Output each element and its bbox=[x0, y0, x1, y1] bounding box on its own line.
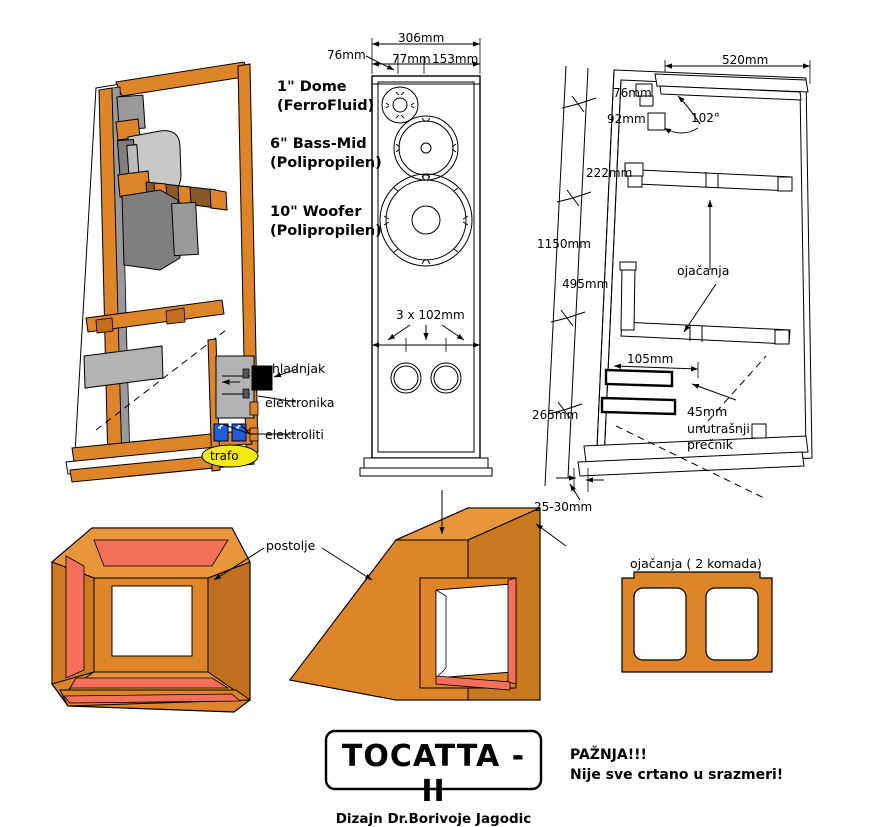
stand-open-view bbox=[51, 527, 265, 713]
brace-part-view bbox=[621, 571, 773, 673]
driver-label-tweeter: 1" Dome (FerroFluid) bbox=[277, 79, 375, 115]
notice-text: PAŽNJA!!! Nije sve crtano u srazmeri! bbox=[570, 747, 784, 784]
dim-ports: 3 x 102mm bbox=[396, 308, 465, 322]
dim-seg-right: 153mm bbox=[432, 52, 479, 66]
label-brace-part: ojačanja ( 2 komada) bbox=[630, 556, 762, 571]
label-transformer: trafo bbox=[210, 449, 239, 463]
blueprint-canvas: 1" Dome (FerroFluid) 6" Bass-Mid (Polipr… bbox=[51, 31, 813, 827]
label-stand: postolje bbox=[266, 538, 316, 553]
dim-wall-thickness: 25-30mm bbox=[534, 500, 593, 514]
drawing-layer bbox=[51, 38, 813, 791]
dim-top-seg: 76mm bbox=[613, 86, 652, 100]
front-elevation-view bbox=[359, 38, 493, 477]
project-title: TOCATTA - II bbox=[341, 739, 526, 809]
dim-second-seg: 92mm bbox=[607, 112, 646, 126]
label-board: elektronika bbox=[265, 395, 335, 410]
designer-credit: Dizajn Dr.Borivoje Jagodic bbox=[335, 811, 532, 827]
cutaway-cabinet-view bbox=[65, 61, 298, 483]
dim-total-width: 306mm bbox=[398, 31, 445, 45]
dim-depth: 520mm bbox=[722, 53, 769, 67]
dim-total-height: 1150mm bbox=[537, 237, 591, 251]
driver-label-midbass: 6" Bass-Mid (Polipropilen) bbox=[270, 136, 382, 172]
dim-lower-height: 265mm bbox=[532, 408, 579, 422]
dim-port-length: 105mm bbox=[627, 352, 674, 366]
title-block: TOCATTA - II Dizajn Dr.Borivoje Jagodic bbox=[326, 739, 541, 827]
label-braces-side: ojačanja bbox=[677, 263, 730, 278]
dim-mid-height: 495mm bbox=[562, 277, 609, 291]
side-section-view bbox=[544, 60, 813, 501]
label-port-diameter: 45mm unutrašnji prečnik bbox=[687, 404, 750, 452]
title-block-frame bbox=[324, 729, 543, 791]
dim-left-offset: 76mm bbox=[327, 48, 366, 62]
label-capacitors: elektroliti bbox=[265, 427, 324, 442]
driver-label-woofer: 10" Woofer (Polipropilen) bbox=[270, 204, 382, 240]
dim-baffle-angle: 102° bbox=[691, 111, 720, 125]
label-heatsink: hladnjak bbox=[272, 361, 326, 376]
dim-third-seg: 222mm bbox=[586, 166, 633, 180]
stand-solid-view bbox=[288, 490, 567, 701]
dim-seg-mid: 77mm bbox=[392, 52, 431, 66]
